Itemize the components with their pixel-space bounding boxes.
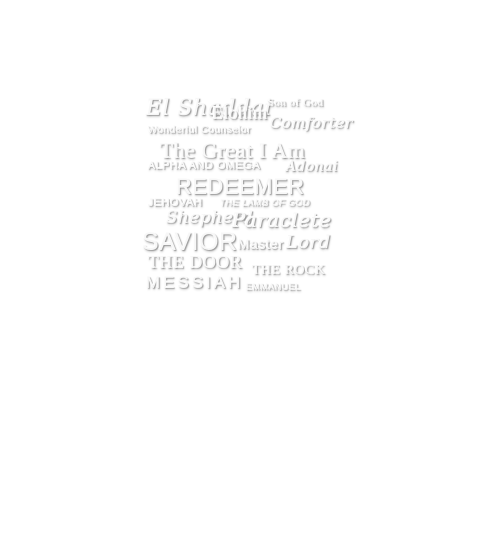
word-messiah: MESSIAH bbox=[146, 273, 244, 292]
word-master: Master bbox=[238, 236, 284, 252]
word-the-rock: THE ROCK bbox=[252, 263, 326, 278]
word-the-lamb-of-god: THE LAMB OF GOD bbox=[220, 198, 311, 208]
word-shepherd: Shepherd bbox=[166, 208, 254, 228]
word-the-door: THE DOOR bbox=[148, 252, 243, 272]
word-wonderful-counselor: Wonderful Counselor bbox=[148, 125, 252, 136]
word-the-great-i-am: The Great I Am bbox=[160, 138, 306, 163]
word-lord: Lord bbox=[286, 232, 331, 253]
word-savior: SAVIOR bbox=[142, 228, 238, 256]
word-el-shaddai: El Shaddai bbox=[146, 96, 272, 121]
word-emmanuel: EMMANUEL bbox=[246, 282, 302, 292]
word-comforter: Comforter bbox=[270, 114, 354, 132]
word-elohim: Elohim bbox=[212, 103, 268, 123]
word-redeemer: REDEEMER bbox=[176, 174, 305, 199]
word-alpha-and-omega: ALPHA AND OMEGA bbox=[148, 160, 261, 172]
word-jehovah: JEHOVAH bbox=[148, 197, 203, 209]
word-adonai: Adonai bbox=[286, 159, 339, 175]
word-son-of-god: Son of God bbox=[268, 97, 324, 109]
word-paraclete: Paraclete bbox=[232, 208, 332, 232]
